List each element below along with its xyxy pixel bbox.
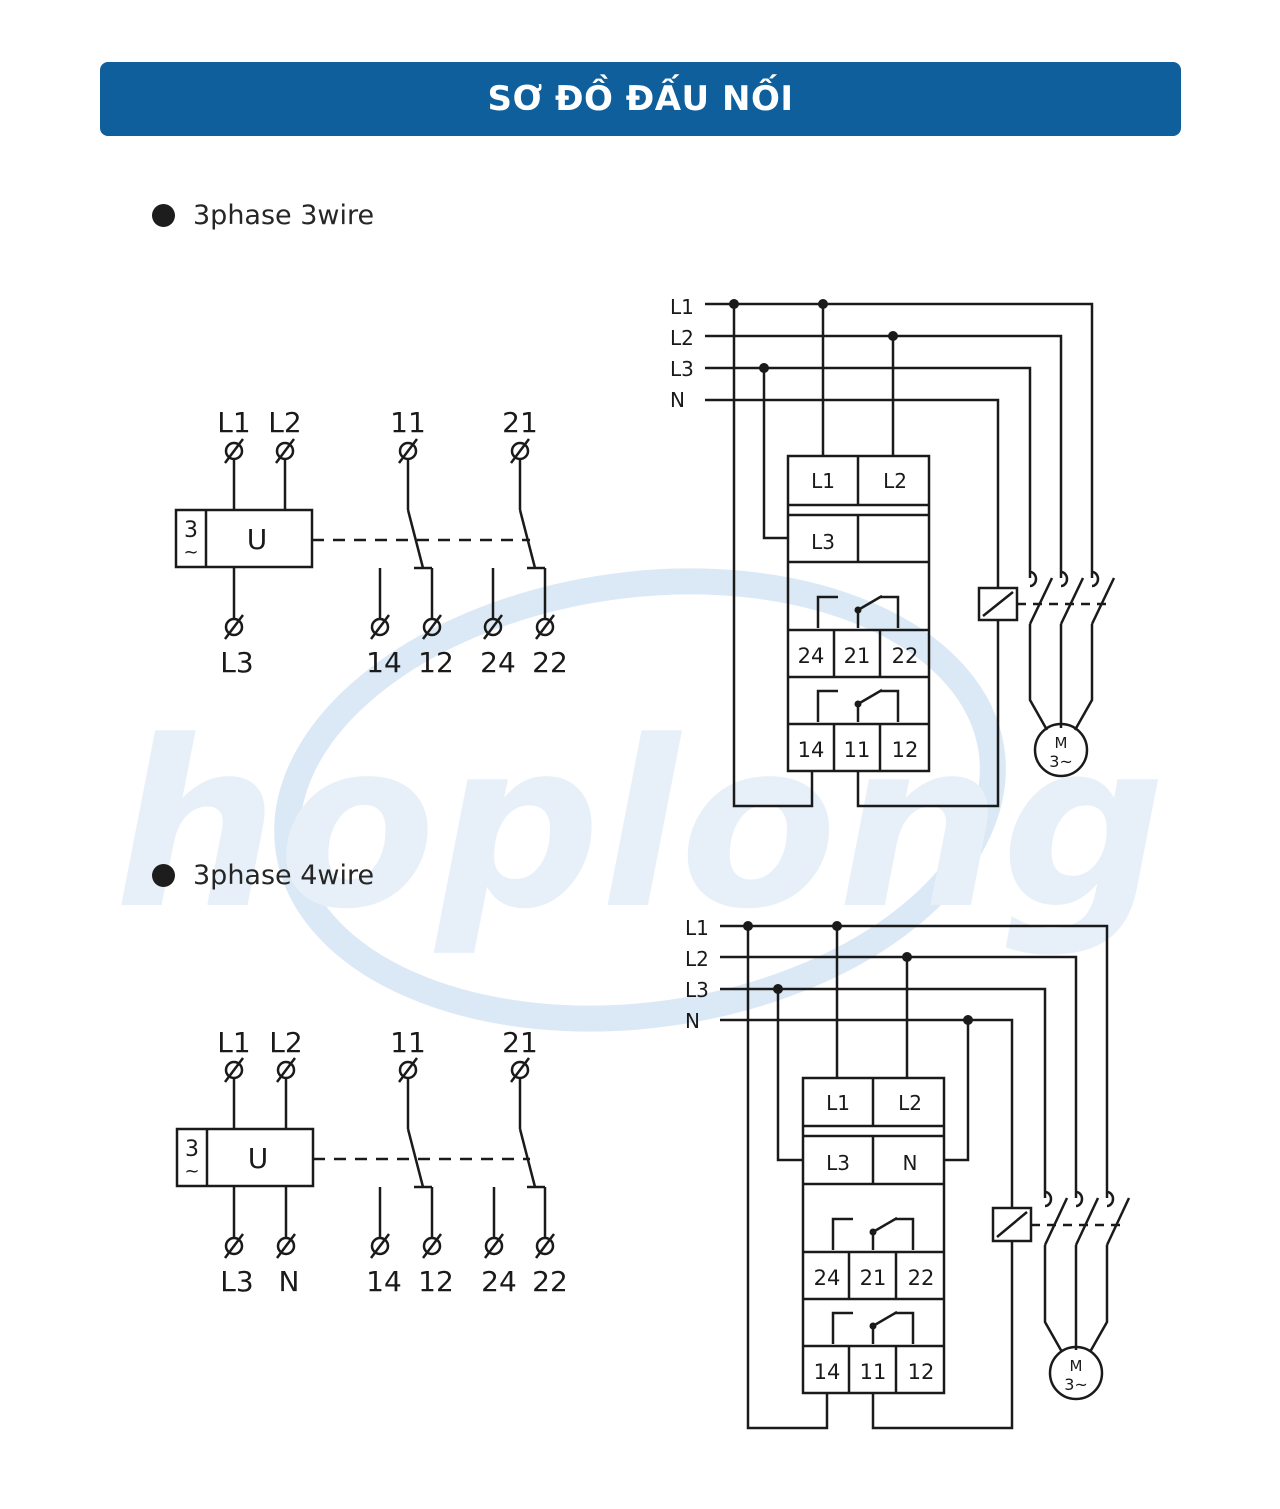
- block-terminal: L2: [898, 1091, 922, 1115]
- contact-terminal: 11: [860, 1360, 887, 1384]
- terminal-symbol: [224, 438, 530, 464]
- line-label: N: [670, 388, 685, 412]
- block-terminal: N: [903, 1151, 918, 1175]
- contact-terminal: 14: [798, 738, 825, 762]
- terminal-label: 21: [502, 1026, 538, 1059]
- unit-ac-label: ~: [184, 1161, 199, 1182]
- line-label: L3: [685, 978, 709, 1002]
- line-label: N: [685, 1009, 700, 1033]
- motor-label: 3~: [1049, 752, 1073, 771]
- section-title: 3phase 4wire: [193, 860, 375, 891]
- motor-label: 3~: [1064, 1375, 1088, 1394]
- terminal-label: 24: [480, 646, 516, 679]
- terminal-label: 11: [390, 406, 426, 439]
- block-terminal: L1: [811, 469, 835, 493]
- unit-phase-label: 3: [185, 1137, 199, 1162]
- motor-icon: [1048, 1345, 1104, 1401]
- terminal-symbol: [224, 1233, 555, 1259]
- block-terminal: L2: [883, 469, 907, 493]
- terminal-label: 22: [532, 1265, 568, 1298]
- bullet-icon: [152, 204, 175, 227]
- unit-box: [175, 1127, 315, 1188]
- section-3wire-label: 3phase 3wire: [152, 200, 374, 231]
- terminal-label: 12: [418, 1265, 454, 1298]
- terminal-label: 14: [366, 1265, 402, 1298]
- motor-label: M: [1070, 1357, 1083, 1375]
- line-label: L1: [685, 916, 709, 940]
- wiring-4wire: L1 L2 L3 N L1 L2 L3 N: [685, 916, 1131, 1430]
- terminal-label: L1: [217, 1026, 250, 1059]
- terminal-label: N: [279, 1265, 300, 1298]
- unit-u-label: U: [247, 523, 268, 556]
- contact-terminal: 21: [844, 644, 871, 668]
- terminal-label: 11: [390, 1026, 426, 1059]
- terminal-label: L2: [268, 406, 301, 439]
- motor-icon: [1033, 722, 1089, 778]
- terminal-label: 22: [532, 646, 568, 679]
- contact-terminal: 14: [814, 1360, 841, 1384]
- section-4wire-label: 3phase 4wire: [152, 860, 374, 891]
- title-banner: SƠ ĐỒ ĐẤU NỐI: [100, 62, 1181, 136]
- banner-title: SƠ ĐỒ ĐẤU NỐI: [487, 79, 794, 119]
- terminal-label: L2: [269, 1026, 302, 1059]
- line-label: L1: [670, 295, 694, 319]
- watermark-text: hoplong: [114, 693, 1166, 960]
- line-label: L2: [685, 947, 709, 971]
- terminal-label: 12: [418, 646, 454, 679]
- terminal-label: 21: [502, 406, 538, 439]
- line-label: L2: [670, 326, 694, 350]
- wiring-3wire: L1 L2 L3 N L1 L2 L3: [670, 295, 1116, 808]
- section-title: 3phase 3wire: [193, 200, 375, 231]
- terminal-label: 14: [366, 646, 402, 679]
- schematic-3wire: L1 L2 11 21 3 ~ U: [174, 406, 568, 679]
- bullet-icon: [152, 864, 175, 887]
- contact-terminal: 22: [908, 1266, 935, 1290]
- line-label: L3: [670, 357, 694, 381]
- terminal-symbol: [224, 614, 555, 640]
- unit-box: [174, 508, 314, 569]
- contact-terminal: 21: [860, 1266, 887, 1290]
- contact-terminal: 24: [798, 644, 825, 668]
- contact-terminal: 12: [892, 738, 919, 762]
- contact-terminal: 12: [908, 1360, 935, 1384]
- contact-terminal: 11: [844, 738, 871, 762]
- terminal-symbol: [224, 1057, 530, 1083]
- unit-phase-label: 3: [184, 518, 198, 543]
- contact-terminal: 22: [892, 644, 919, 668]
- block-terminal: L3: [811, 530, 835, 554]
- block-terminal: L1: [826, 1091, 850, 1115]
- terminal-label: 24: [481, 1265, 517, 1298]
- motor-label: M: [1055, 734, 1068, 752]
- unit-ac-label: ~: [183, 542, 198, 563]
- schematic-4wire: L1 L2 11 21 3 ~ U: [175, 1026, 568, 1298]
- contact-terminal: 24: [814, 1266, 841, 1290]
- terminal-label: L3: [220, 646, 253, 679]
- terminal-label: L1: [217, 406, 250, 439]
- block-terminal: L3: [826, 1151, 850, 1175]
- terminal-label: L3: [220, 1265, 253, 1298]
- unit-u-label: U: [248, 1142, 269, 1175]
